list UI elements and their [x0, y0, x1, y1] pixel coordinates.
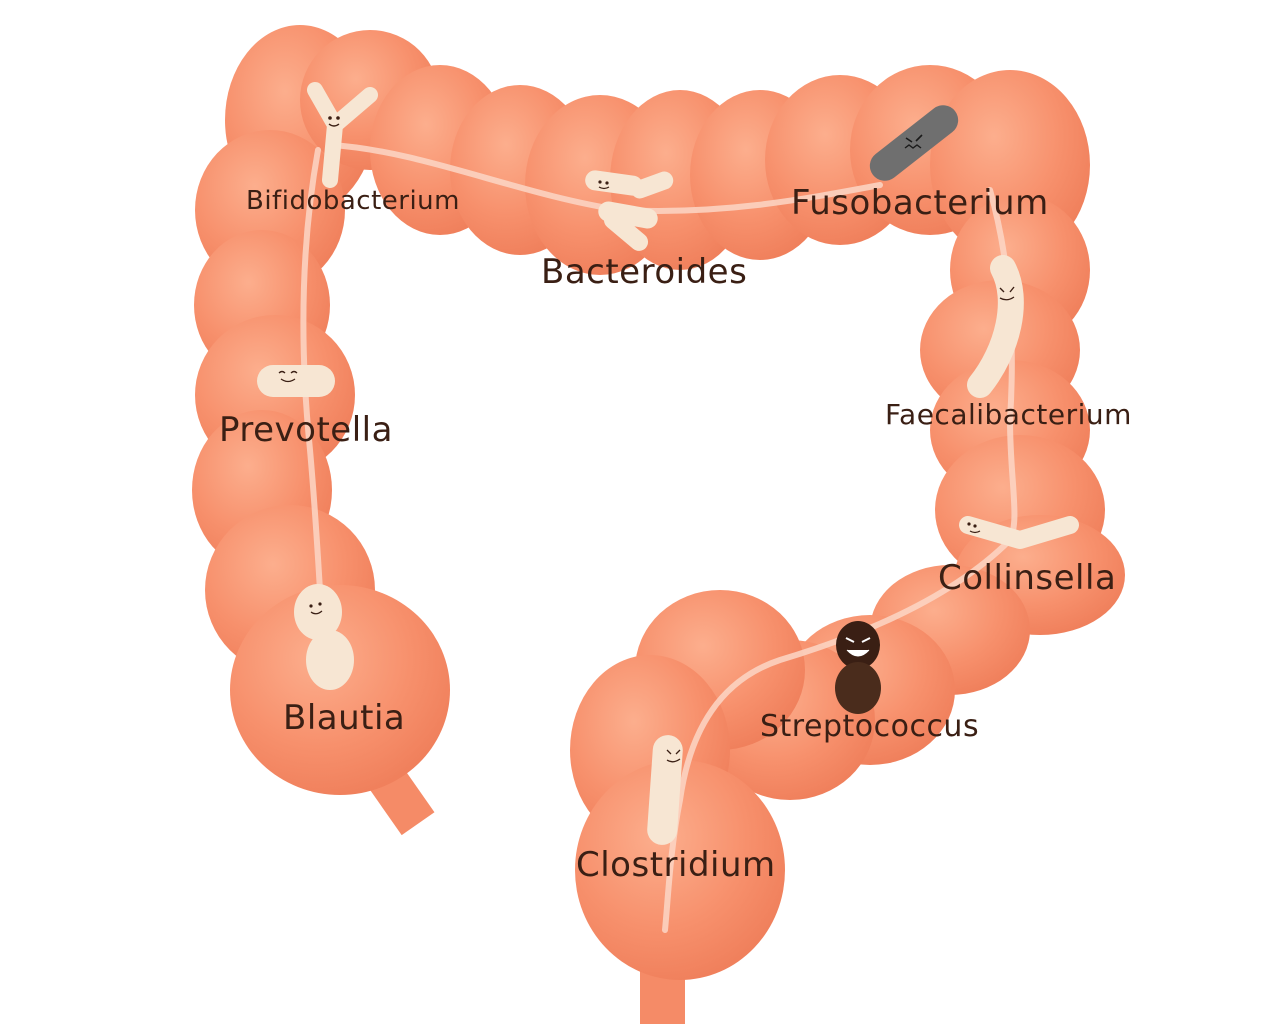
blautia-icon	[294, 584, 354, 690]
clostridium-icon	[647, 735, 683, 845]
label-blautia: Blautia	[283, 698, 406, 738]
label-collinsella: Collinsella	[938, 558, 1117, 598]
label-fusobacterium: Fusobacterium	[791, 183, 1049, 223]
bacteroides-icon	[585, 170, 674, 251]
label-bacteroides: Bacteroides	[541, 252, 748, 292]
fusobacterium-icon	[869, 105, 959, 181]
label-prevotella: Prevotella	[219, 410, 393, 450]
collinsella-icon	[959, 516, 1079, 549]
prevotella-icon	[257, 365, 335, 397]
streptococcus-icon	[835, 621, 881, 714]
label-clostridium: Clostridium	[576, 845, 776, 885]
label-faecalibacterium: Faecalibacterium	[885, 398, 1132, 431]
faecalibacterium-icon	[967, 255, 1024, 398]
bifidobacterium-icon	[307, 82, 378, 188]
label-streptococcus: Streptococcus	[760, 709, 980, 744]
label-bifidobacterium: Bifidobacterium	[246, 186, 460, 216]
